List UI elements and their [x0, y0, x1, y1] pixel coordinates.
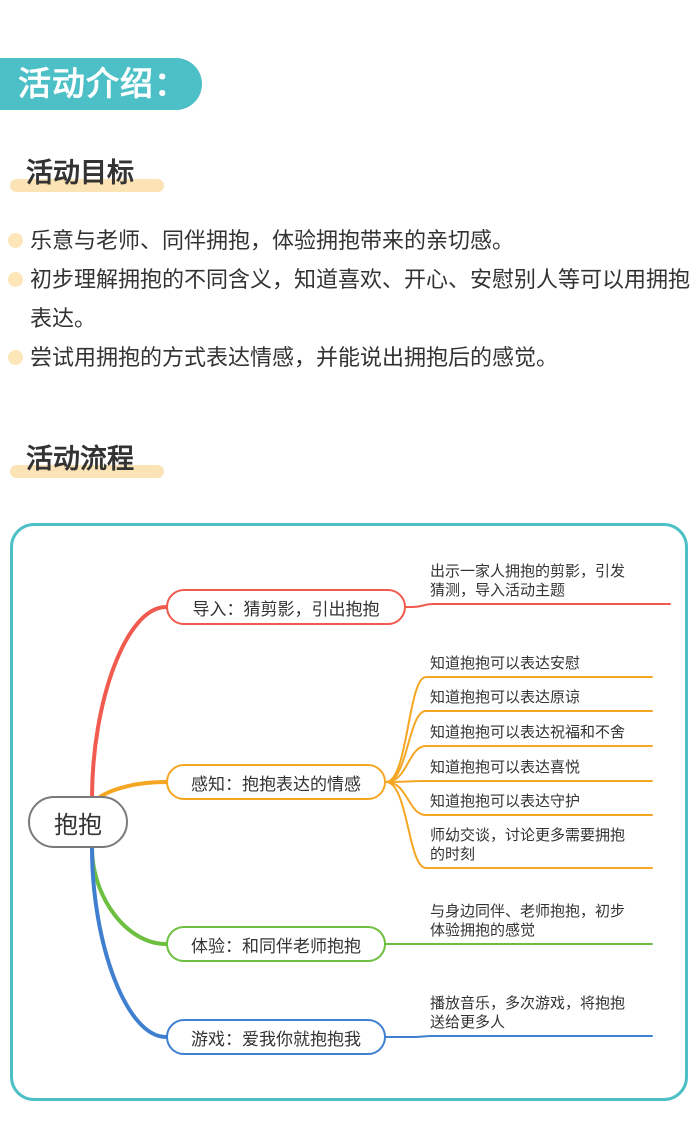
connector-line: [385, 676, 653, 783]
process-heading-text: 活动流程: [26, 444, 134, 475]
heading-highlight: [10, 179, 164, 192]
leaf-line: 知道抱抱可以表达祝福和不舍: [430, 723, 626, 741]
leaf-line: 猜测，导入活动主题: [430, 581, 566, 599]
bullet-dot: [8, 233, 23, 248]
connector-line: [90, 846, 168, 1039]
goal-text: 乐意与老师、同伴拥抱，体验拥抱带来的亲切感。: [30, 229, 515, 254]
mindmap-leaf: 知道抱抱可以表达喜悦: [430, 758, 580, 777]
mindmap-frame: [10, 523, 688, 1101]
mindmap-root: 抱抱: [28, 796, 128, 848]
goal-item: 尝试用拥抱的方式表达情感，并能说出拥抱后的感觉。: [8, 339, 696, 378]
leaf-line: 知道抱抱可以表达安慰: [430, 654, 581, 672]
goal-text: 尝试用拥抱的方式表达情感，并能说出拥抱后的感觉。: [30, 346, 559, 371]
leaf-line: 知道抱抱可以表达原谅: [430, 688, 581, 706]
leaf-line: 送给更多人: [430, 1013, 506, 1031]
goals-heading-text: 活动目标: [26, 158, 134, 189]
mindmap-branch: 游戏：爱我你就抱抱我: [166, 1019, 386, 1055]
connector-line: [405, 603, 671, 608]
leaf-line: 出示一家人拥抱的剪影，引发: [430, 562, 626, 580]
bullet-dot: [8, 350, 23, 365]
goal-text: 初步理解拥抱的不同含义，知道喜欢、开心、安慰别人等可以用拥抱表达。: [30, 268, 691, 332]
leaf-line: 与身边同伴、老师抱抱，初步: [430, 902, 626, 920]
mindmap-leaf: 知道抱抱可以表达安慰: [430, 654, 580, 673]
mindmap-branch: 体验：和同伴老师抱抱: [166, 926, 386, 962]
goals-heading: 活动目标: [10, 154, 164, 194]
leaf-line: 知道抱抱可以表达喜悦: [430, 758, 581, 776]
connector-line: [385, 780, 653, 783]
section-banner: 活动介绍：: [0, 58, 202, 110]
mindmap-branch: 感知：抱抱表达的情感: [166, 764, 386, 800]
mindmap-leaf: 与身边同伴、老师抱抱，初步体验拥抱的感觉: [430, 902, 625, 940]
mindmap-leaf: 播放音乐，多次游戏，将抱抱送给更多人: [430, 994, 625, 1032]
goal-item: 初步理解拥抱的不同含义，知道喜欢、开心、安慰别人等可以用拥抱表达。: [8, 261, 696, 339]
mindmap-leaf: 知道抱抱可以表达祝福和不舍: [430, 723, 625, 742]
mindmap-leaf: 知道抱抱可以表达守护: [430, 792, 580, 811]
connector-line: [385, 710, 653, 783]
mindmap-leaf: 出示一家人拥抱的剪影，引发猜测，导入活动主题: [430, 562, 625, 600]
leaf-line: 播放音乐，多次游戏，将抱抱: [430, 994, 626, 1012]
goals-list: 乐意与老师、同伴拥抱，体验拥抱带来的亲切感。 初步理解拥抱的不同含义，知道喜欢、…: [8, 222, 696, 378]
leaf-line: 知道抱抱可以表达守护: [430, 792, 581, 810]
connector-line: [385, 745, 653, 783]
mindmap-leaf: 师幼交谈，讨论更多需要拥抱的时刻: [430, 826, 625, 864]
connector-line: [90, 846, 168, 946]
connector-line: [385, 781, 653, 816]
leaf-line: 体验拥抱的感觉: [430, 921, 536, 939]
leaf-line: 师幼交谈，讨论更多需要拥抱: [430, 826, 626, 844]
bullet-dot: [8, 272, 23, 287]
goal-item: 乐意与老师、同伴拥抱，体验拥抱带来的亲切感。: [8, 222, 696, 261]
mindmap-leaf: 知道抱抱可以表达原谅: [430, 688, 580, 707]
connector-line: [385, 781, 653, 869]
connector-line: [385, 1035, 653, 1038]
heading-highlight: [10, 465, 164, 478]
leaf-line: 的时刻: [430, 845, 476, 863]
process-heading: 活动流程: [10, 440, 164, 480]
mindmap-branch: 导入：猜剪影，引出抱抱: [166, 589, 406, 625]
connector-line: [90, 605, 168, 800]
